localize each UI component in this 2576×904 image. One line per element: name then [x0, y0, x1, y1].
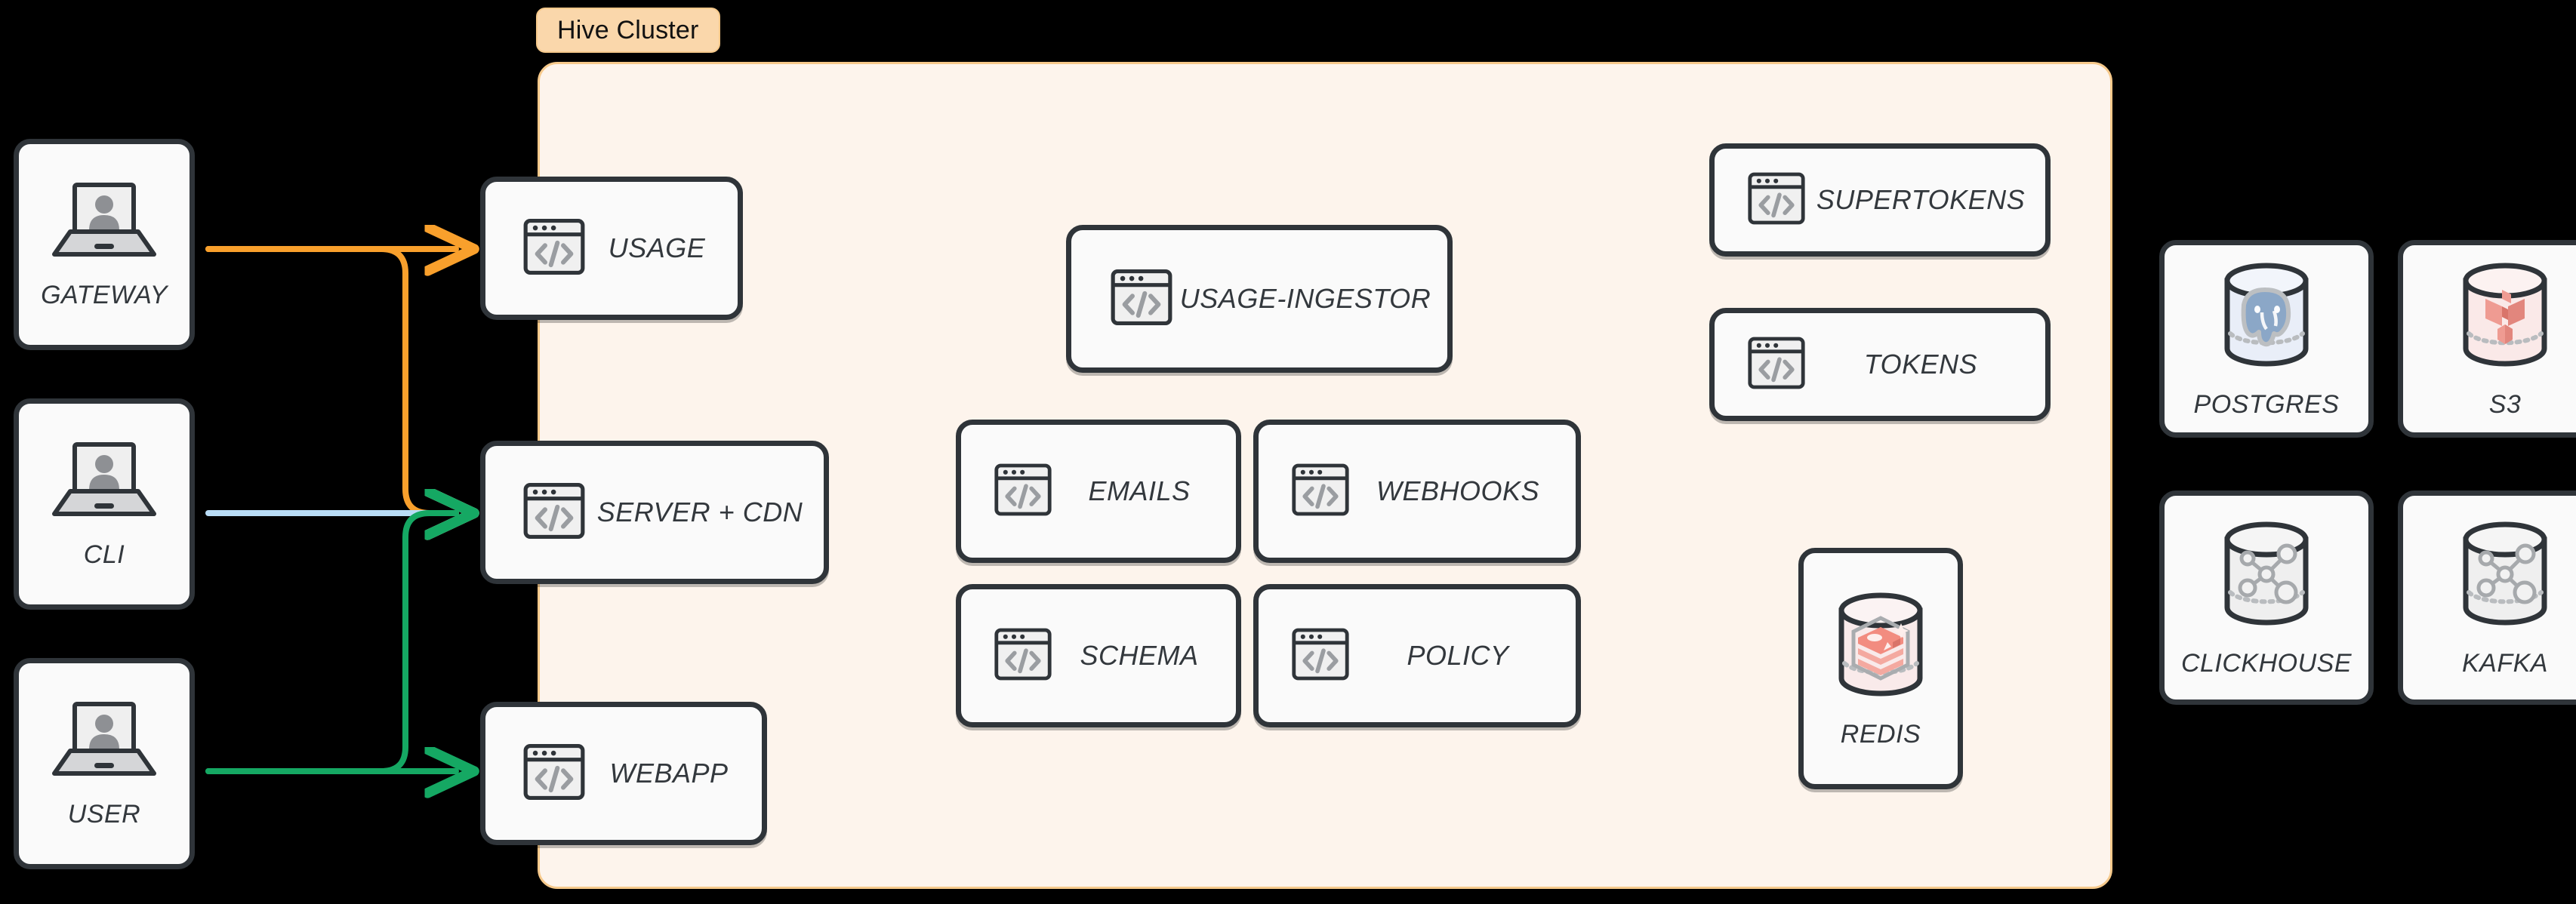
service-card-tokens[interactable]: TOKENS — [1709, 308, 2051, 421]
service-label: SUPERTOKENS — [1816, 184, 2026, 215]
store-card-clickhouse[interactable]: CLICKHOUSE — [2159, 490, 2374, 705]
postgres-database-icon — [2214, 258, 2319, 375]
store-label: REDIS — [1840, 720, 1921, 749]
code-window-icon — [522, 739, 587, 808]
client-label: GATEWAY — [41, 281, 168, 309]
store-card-kafka[interactable]: KAFKA — [2398, 490, 2576, 705]
store-label: CLICKHOUSE — [2180, 649, 2353, 678]
service-label: POLICY — [1407, 640, 1509, 671]
service-card-usage[interactable]: USAGE — [480, 177, 743, 320]
laptop-user-icon — [48, 698, 161, 785]
code-window-icon — [1746, 168, 1807, 232]
laptop-user-icon — [48, 179, 161, 266]
hive-cluster-label: Hive Cluster — [536, 8, 720, 53]
service-card-supertokens[interactable]: SUPERTOKENS — [1709, 143, 2051, 257]
code-window-icon — [993, 624, 1053, 688]
code-window-icon — [993, 460, 1053, 524]
wire-gateway-to-server-cdn — [205, 246, 456, 513]
service-card-server-cdn[interactable]: SERVER + CDN — [480, 441, 829, 584]
service-label: USAGE — [608, 232, 706, 263]
code-window-icon — [1290, 624, 1351, 688]
kafka-database-icon — [2452, 517, 2558, 634]
store-card-postgres[interactable]: POSTGRES — [2159, 240, 2374, 438]
client-node-cli[interactable]: CLI — [14, 398, 195, 610]
store-card-redis[interactable]: REDIS — [1798, 548, 1963, 789]
service-label: SCHEMA — [1080, 640, 1199, 671]
client-label: CLI — [83, 540, 125, 569]
store-label: POSTGRES — [2193, 390, 2340, 419]
client-node-user[interactable]: USER — [14, 658, 195, 869]
service-card-emails[interactable]: EMAILS — [956, 420, 1241, 563]
code-window-icon — [522, 478, 587, 547]
code-window-icon — [1109, 265, 1174, 334]
clickhouse-database-icon — [2214, 517, 2319, 634]
wire-user-to-server-cdn — [205, 513, 456, 774]
code-window-icon — [1290, 460, 1351, 524]
store-label: KAFKA — [2462, 649, 2548, 678]
code-window-icon — [1746, 333, 1807, 397]
laptop-user-icon — [48, 438, 161, 525]
service-label: EMAILS — [1088, 475, 1191, 506]
redis-database-icon — [1828, 588, 1934, 705]
service-card-webhooks[interactable]: WEBHOOKS — [1253, 420, 1581, 563]
service-card-schema[interactable]: SCHEMA — [956, 584, 1241, 727]
service-label: USAGE-INGESTOR — [1179, 283, 1431, 314]
client-node-gateway[interactable]: GATEWAY — [14, 139, 195, 350]
service-card-webapp[interactable]: WEBAPP — [480, 702, 767, 845]
service-label: WEBAPP — [609, 758, 729, 789]
s3-database-icon — [2452, 258, 2558, 375]
client-label: USER — [67, 800, 141, 829]
store-card-s3[interactable]: S3 — [2398, 240, 2576, 438]
service-card-usage-ingestor[interactable]: USAGE-INGESTOR — [1066, 225, 1453, 373]
code-window-icon — [522, 214, 587, 283]
service-card-policy[interactable]: POLICY — [1253, 584, 1581, 727]
service-label: TOKENS — [1863, 349, 1978, 380]
store-label: S3 — [2488, 390, 2522, 419]
service-label: WEBHOOKS — [1376, 475, 1540, 506]
service-label: SERVER + CDN — [596, 497, 803, 527]
